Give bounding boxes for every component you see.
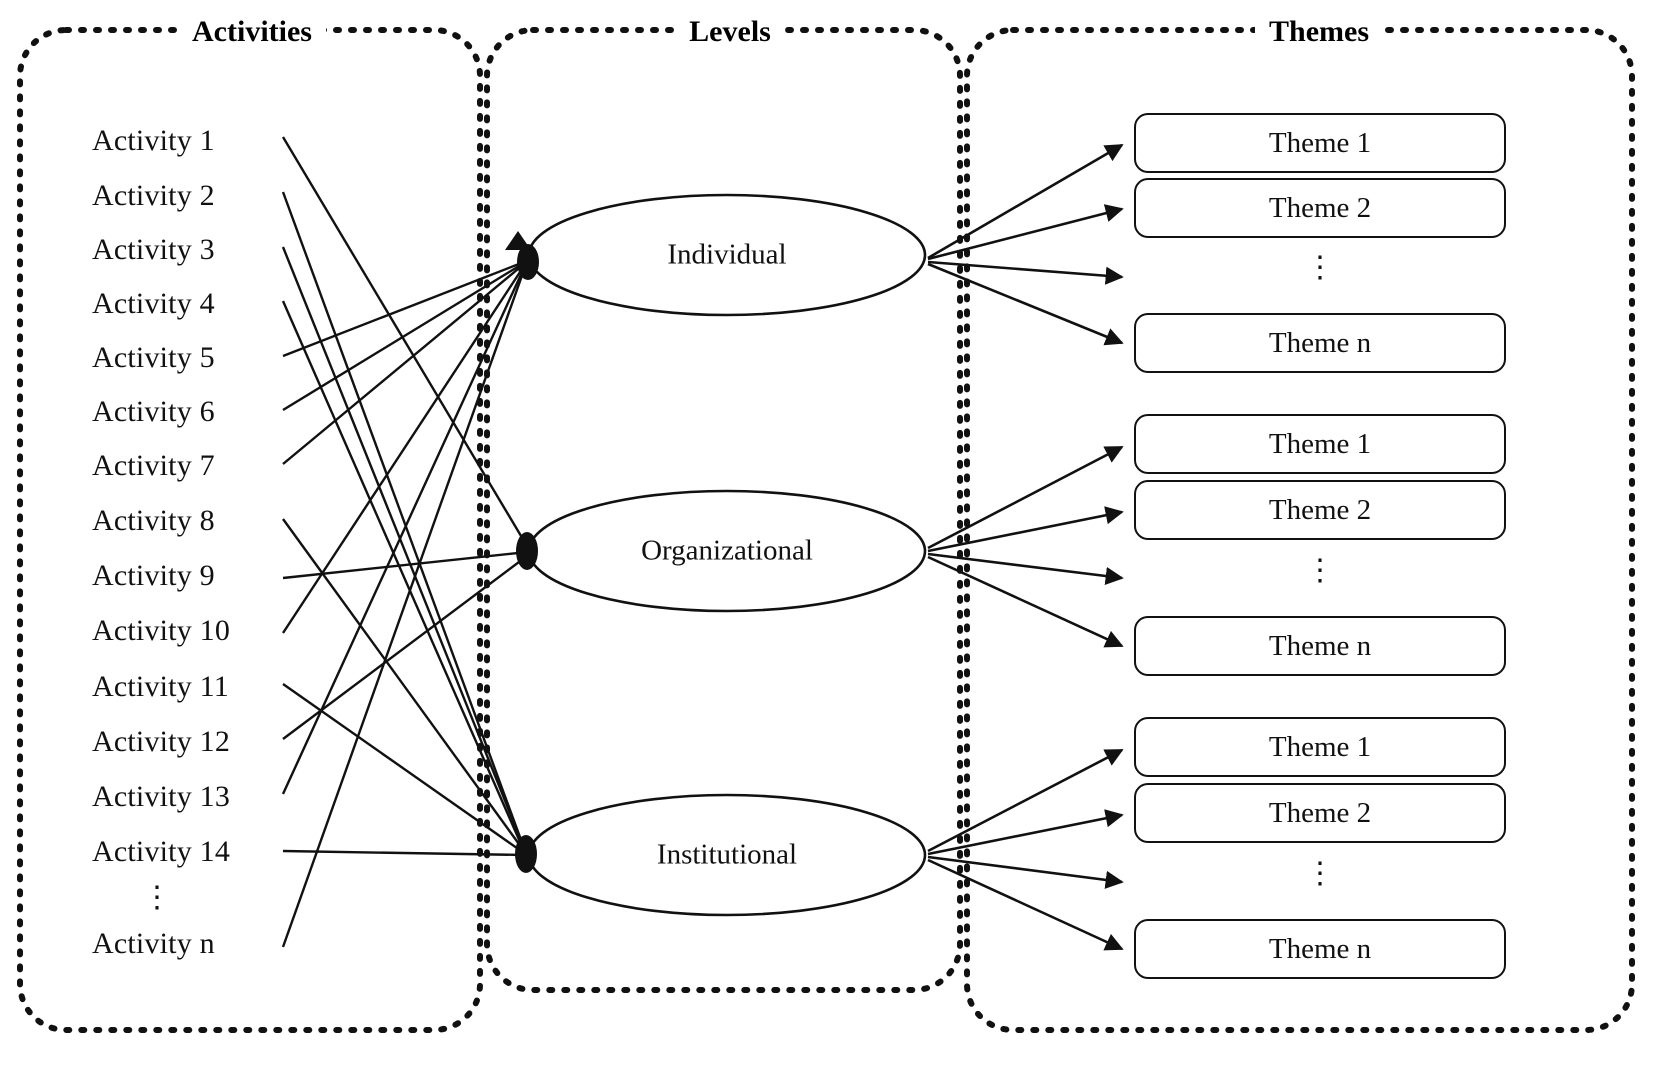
entry-arrow-individual	[505, 231, 531, 250]
level-theme-connectors-individual	[927, 143, 1124, 346]
theme-box-label: Theme 1	[1268, 427, 1372, 460]
connector-organizational-theme1	[927, 445, 1124, 550]
activity-item-6[interactable]: Activity 6	[92, 395, 215, 428]
activities-vertical-ellipsis: ⋮	[142, 881, 172, 914]
theme-box-individual-n[interactable]: Theme n	[1134, 313, 1506, 373]
themes-vertical-ellipsis-institutional: ⋮	[1305, 857, 1335, 890]
entry-blob-organizational	[516, 532, 538, 570]
connector-activity5-individual	[282, 260, 525, 358]
connector-activity14-institutional	[282, 849, 525, 857]
connector-individual-theme1	[927, 143, 1124, 260]
connector-activity1-organizational	[281, 136, 529, 547]
panel-title-activities: Activities	[178, 17, 326, 47]
activity-item-4[interactable]: Activity 4	[92, 287, 215, 320]
entry-blob-institutional	[515, 835, 537, 873]
theme-box-institutional-2[interactable]: Theme 2	[1134, 783, 1506, 843]
activity-item-11[interactable]: Activity 11	[92, 670, 229, 703]
connector-institutional-themen	[927, 858, 1124, 951]
activity-item-14[interactable]: Activity 14	[92, 835, 231, 868]
panel-title-levels: Levels	[675, 17, 785, 47]
level-label-individual: Individual	[667, 238, 787, 271]
activity-item-12[interactable]: Activity 12	[92, 725, 231, 758]
connector-activity12-organizational	[282, 555, 528, 740]
theme-box-label: Theme n	[1268, 932, 1372, 965]
theme-box-organizational-n[interactable]: Theme n	[1134, 616, 1506, 676]
connector-individual-themen	[927, 262, 1124, 346]
connector-activityn-individual	[281, 269, 526, 948]
themes-vertical-ellipsis-organizational: ⋮	[1305, 554, 1335, 587]
connector-organizational-themedots	[927, 552, 1124, 586]
connector-activity9-organizational	[282, 550, 528, 580]
levels-panel-border	[484, 27, 963, 993]
level-label-institutional: Institutional	[656, 838, 798, 871]
connector-activity3-institutional	[281, 246, 526, 849]
theme-box-institutional-1[interactable]: Theme 1	[1134, 717, 1506, 777]
connector-individual-theme2	[927, 204, 1124, 261]
connector-organizational-themen	[927, 555, 1124, 648]
activity-item-8[interactable]: Activity 8	[92, 504, 215, 537]
activity-item-n[interactable]: Activity n	[92, 927, 215, 960]
theme-box-institutional-n[interactable]: Theme n	[1134, 919, 1506, 979]
activities-panel-border	[17, 27, 483, 1033]
activity-item-3[interactable]: Activity 3	[92, 233, 215, 266]
activity-item-13[interactable]: Activity 13	[92, 780, 231, 813]
level-theme-connectors-institutional	[927, 748, 1124, 951]
connector-institutional-theme1	[927, 748, 1124, 853]
connector-activity10-individual	[281, 265, 526, 634]
activity-item-2[interactable]: Activity 2	[92, 179, 215, 212]
activity-item-1[interactable]: Activity 1	[92, 124, 215, 157]
theme-box-label: Theme 2	[1268, 493, 1372, 526]
connector-activity11-institutional	[282, 683, 525, 854]
themes-vertical-ellipsis-individual: ⋮	[1305, 251, 1335, 284]
connector-activity4-institutional	[281, 300, 526, 852]
theme-box-label: Theme n	[1268, 326, 1372, 359]
theme-box-label: Theme 2	[1268, 191, 1372, 224]
theme-box-label: Theme n	[1268, 629, 1372, 662]
connector-institutional-themedots	[927, 855, 1124, 889]
theme-box-individual-2[interactable]: Theme 2	[1134, 178, 1506, 238]
entry-blob-individual	[517, 244, 539, 280]
theme-box-label: Theme 1	[1268, 730, 1372, 763]
activity-item-5[interactable]: Activity 5	[92, 341, 215, 374]
theme-box-individual-1[interactable]: Theme 1	[1134, 113, 1506, 173]
theme-box-organizational-1[interactable]: Theme 1	[1134, 414, 1506, 474]
connector-activity13-individual	[281, 267, 526, 795]
theme-box-label: Theme 2	[1268, 796, 1372, 829]
connector-individual-themedots	[927, 260, 1124, 285]
activity-item-10[interactable]: Activity 10	[92, 614, 231, 647]
theme-box-label: Theme 1	[1268, 126, 1372, 159]
connector-activity7-individual	[282, 263, 525, 465]
panel-title-themes: Themes	[1255, 17, 1383, 47]
theme-box-organizational-2[interactable]: Theme 2	[1134, 480, 1506, 540]
connector-activity2-institutional	[281, 191, 526, 849]
activity-level-connectors	[281, 136, 529, 948]
connector-organizational-theme2	[927, 506, 1124, 553]
activity-item-7[interactable]: Activity 7	[92, 449, 215, 482]
connector-activity6-individual	[282, 261, 525, 412]
connector-institutional-theme2	[927, 809, 1124, 856]
level-entry-blobs	[505, 231, 539, 873]
level-label-organizational: Organizational	[641, 534, 813, 567]
level-theme-connectors-organizational	[927, 445, 1124, 648]
activity-item-9[interactable]: Activity 9	[92, 559, 215, 592]
